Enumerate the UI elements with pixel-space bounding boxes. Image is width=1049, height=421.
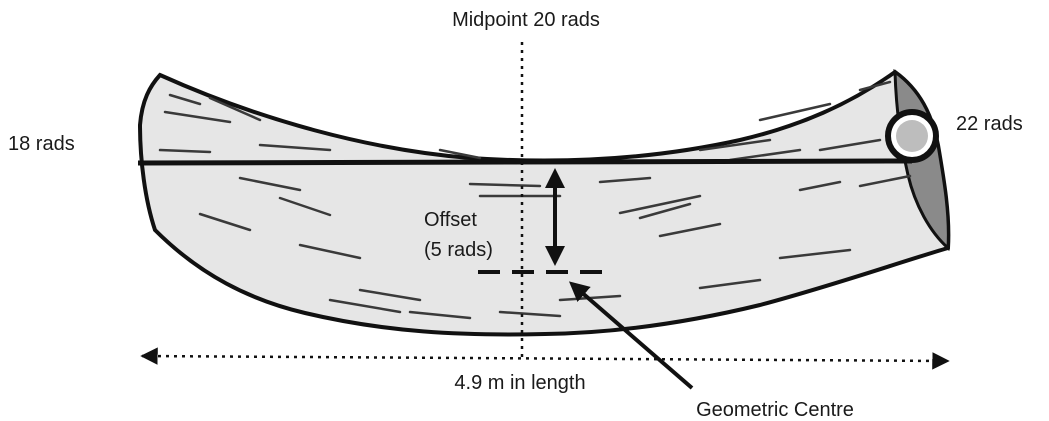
left-end-label: 18 rads <box>8 133 75 155</box>
right-end-label: 22 rads <box>956 113 1023 135</box>
pith-marker <box>888 112 936 160</box>
offset-value-label: (5 rads) <box>424 239 493 261</box>
log-body <box>140 72 948 334</box>
pith-inner <box>896 120 928 152</box>
straight-reference-line <box>138 161 912 163</box>
length-dotted-arrow <box>142 356 948 361</box>
offset-label: Offset <box>424 209 477 231</box>
midpoint-label: Midpoint 20 rads <box>452 9 600 31</box>
log-outline <box>140 72 948 334</box>
geometric-centre-label: Geometric Centre <box>696 399 854 421</box>
length-label: 4.9 m in length <box>454 372 585 394</box>
